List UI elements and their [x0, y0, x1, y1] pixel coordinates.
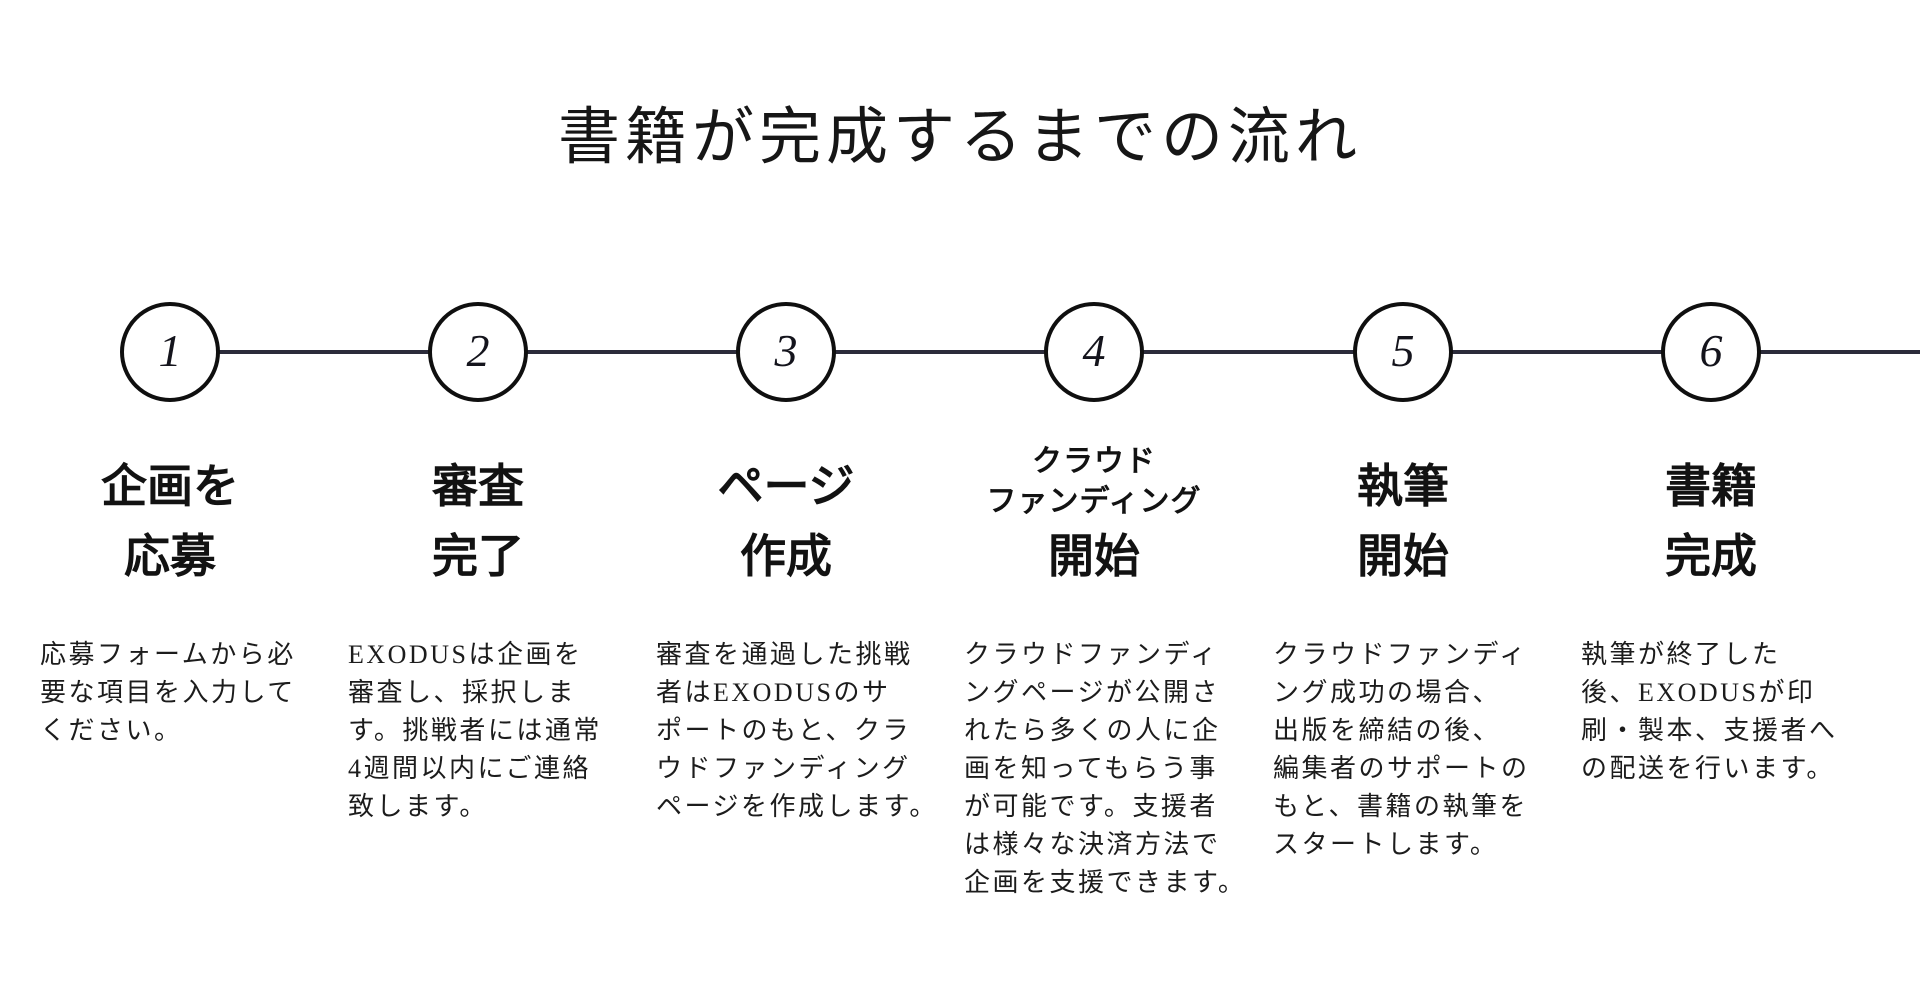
step-column-4: クラウド ファンディング 開始 クラウドファンディ ングページが公開さ れたら多…: [954, 440, 1244, 902]
step-number-4: 4: [1082, 324, 1106, 376]
step-column-3: ページ 作成 審査を通過した挑戦 者はEXODUSのサ ポートのもと、クラ ウド…: [646, 440, 935, 826]
step-circle-5: 5: [1353, 302, 1453, 402]
page-title: 書籍が完成するまでの流れ: [557, 104, 1362, 172]
step-column-2: 審査 完了 EXODUSは企画を 審査し、採択しま す。挑戦者には通常 4週間以…: [338, 440, 618, 826]
step-title-small-4: クラウド ファンディング: [986, 445, 1202, 518]
step-title-3: ページ 作成: [717, 461, 855, 582]
step-number-3: 3: [774, 324, 798, 376]
step-title-6: 書籍 完成: [1665, 461, 1757, 582]
step-title-wrap: 書籍 完成: [1571, 440, 1851, 592]
step-column-1: 企画を 応募 応募フォームから必 要な項目を入力して ください。: [30, 440, 310, 750]
step-description-2: EXODUSは企画を 審査し、採択しま す。挑戦者には通常 4週間以内にご連絡 …: [348, 640, 602, 821]
step-title-wrap: 執筆 開始: [1263, 440, 1543, 592]
step-circle-4: 4: [1044, 302, 1144, 402]
step-number-5: 5: [1391, 324, 1415, 376]
step-description-1: 応募フォームから必 要な項目を入力して ください。: [40, 640, 296, 745]
step-title-wrap: 審査 完了: [338, 440, 618, 592]
step-title-4: 開始: [1048, 531, 1140, 582]
step-number-1: 1: [158, 324, 182, 376]
step-column-6: 書籍 完成 執筆が終了した 後、EXODUSが印 刷・製本、支援者へ の配送を行…: [1571, 440, 1851, 788]
step-description-5: クラウドファンディ ング成功の場合、 出版を締結の後、 編集者のサポートの もと…: [1273, 640, 1530, 859]
step-title-wrap: ページ 作成: [646, 440, 926, 592]
step-description-4: クラウドファンディ ングページが公開さ れたら多くの人に企 画を知ってもらう事 …: [964, 640, 1247, 897]
step-number-2: 2: [466, 324, 490, 376]
step-number-6: 6: [1699, 324, 1723, 376]
step-description-6: 執筆が終了した 後、EXODUSが印 刷・製本、支援者へ の配送を行います。: [1581, 640, 1838, 783]
step-title-1: 企画を 応募: [101, 461, 239, 582]
step-title-5: 執筆 開始: [1357, 461, 1449, 582]
step-circle-1: 1: [120, 302, 220, 402]
step-description-3: 審査を通過した挑戦 者はEXODUSのサ ポートのもと、クラ ウドファンディング…: [656, 640, 938, 821]
step-circle-2: 2: [428, 302, 528, 402]
step-title-2: 審査 完了: [432, 461, 524, 582]
step-title-wrap: クラウド ファンディング 開始: [954, 440, 1234, 592]
step-circle-3: 3: [736, 302, 836, 402]
step-title-wrap: 企画を 応募: [30, 440, 310, 592]
step-column-5: 執筆 開始 クラウドファンディ ング成功の場合、 出版を締結の後、 編集者のサポ…: [1263, 440, 1543, 864]
step-circle-6: 6: [1661, 302, 1761, 402]
